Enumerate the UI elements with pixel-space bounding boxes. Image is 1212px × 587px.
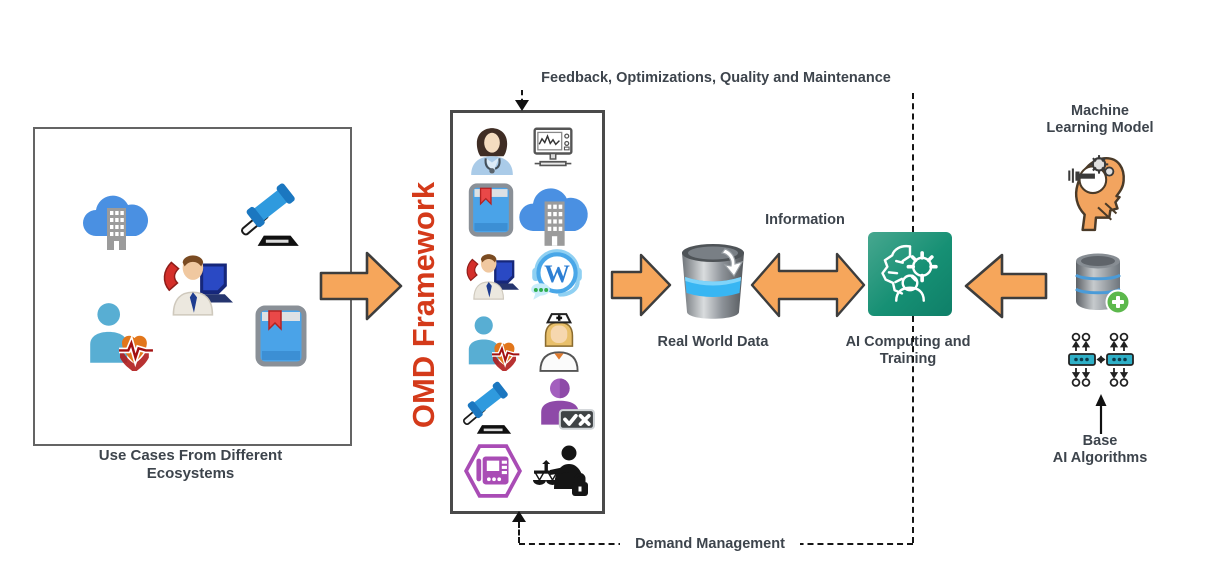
- svg-text:W: W: [544, 259, 570, 288]
- demand-arrowhead: [512, 511, 526, 522]
- support-agent-icon: [163, 255, 233, 316]
- monitor-chart-icon: [533, 127, 573, 167]
- wordpress-support-icon: W: [531, 249, 582, 300]
- book-icon: [468, 183, 514, 237]
- machine-learning-model-label: Machine Learning Model: [1046, 103, 1154, 137]
- real-world-data-icon: [682, 244, 744, 319]
- nurse-icon: [539, 313, 579, 372]
- feedback-arrowhead: [515, 100, 529, 111]
- use-cases-label: Use Cases From Different Ecosystems: [98, 447, 283, 482]
- review-check-icon: [541, 378, 595, 430]
- demand-management-label: Demand Management: [620, 536, 800, 554]
- neural-network-icon: [1068, 332, 1134, 387]
- feedback-dash-left: [521, 90, 523, 104]
- arrow-omd-to-data: [610, 253, 672, 317]
- feedback-label: Feedback, Optimizations, Quality and Mai…: [541, 70, 891, 86]
- arrow-base-to-network: [1095, 394, 1107, 434]
- omd-framework-title: OMD Framework: [406, 181, 441, 429]
- feedback-dash-right: [912, 93, 914, 232]
- demand-dash-right: [912, 316, 914, 543]
- support-agent-icon: [466, 254, 519, 300]
- information-label: Information: [765, 212, 845, 228]
- real-world-data-label: Real World Data: [657, 334, 769, 350]
- demand-dash-left: [518, 522, 520, 543]
- terminal-hexagon-icon: [463, 444, 523, 498]
- use-cases-box: [33, 127, 352, 446]
- database-add-icon: [1075, 253, 1131, 315]
- omd-framework-box: W: [450, 110, 605, 514]
- arrow-usecases-to-omd: [319, 251, 403, 321]
- gavel-icon: [241, 183, 299, 246]
- gavel-icon: [463, 381, 512, 434]
- patient-health-icon: [90, 303, 153, 371]
- book-icon: [255, 305, 307, 367]
- doctor-icon: [471, 128, 513, 175]
- ml-head-gears-icon: [1068, 155, 1125, 232]
- base-ai-algorithms-label: Base AI Algorithms: [1052, 433, 1148, 467]
- arrow-ml-to-ai: [964, 253, 1048, 319]
- ai-computing-label: AI Computing and Training: [845, 334, 971, 368]
- ai-computing-box: [868, 232, 952, 316]
- legal-audit-icon: [533, 445, 588, 496]
- cloud-building-icon: [83, 195, 149, 250]
- patient-health-icon: [468, 316, 520, 371]
- arrow-data-ai-bidirectional: [750, 252, 866, 318]
- cloud-building-icon: [519, 188, 588, 246]
- ai-brain-gear-icon: [881, 244, 938, 302]
